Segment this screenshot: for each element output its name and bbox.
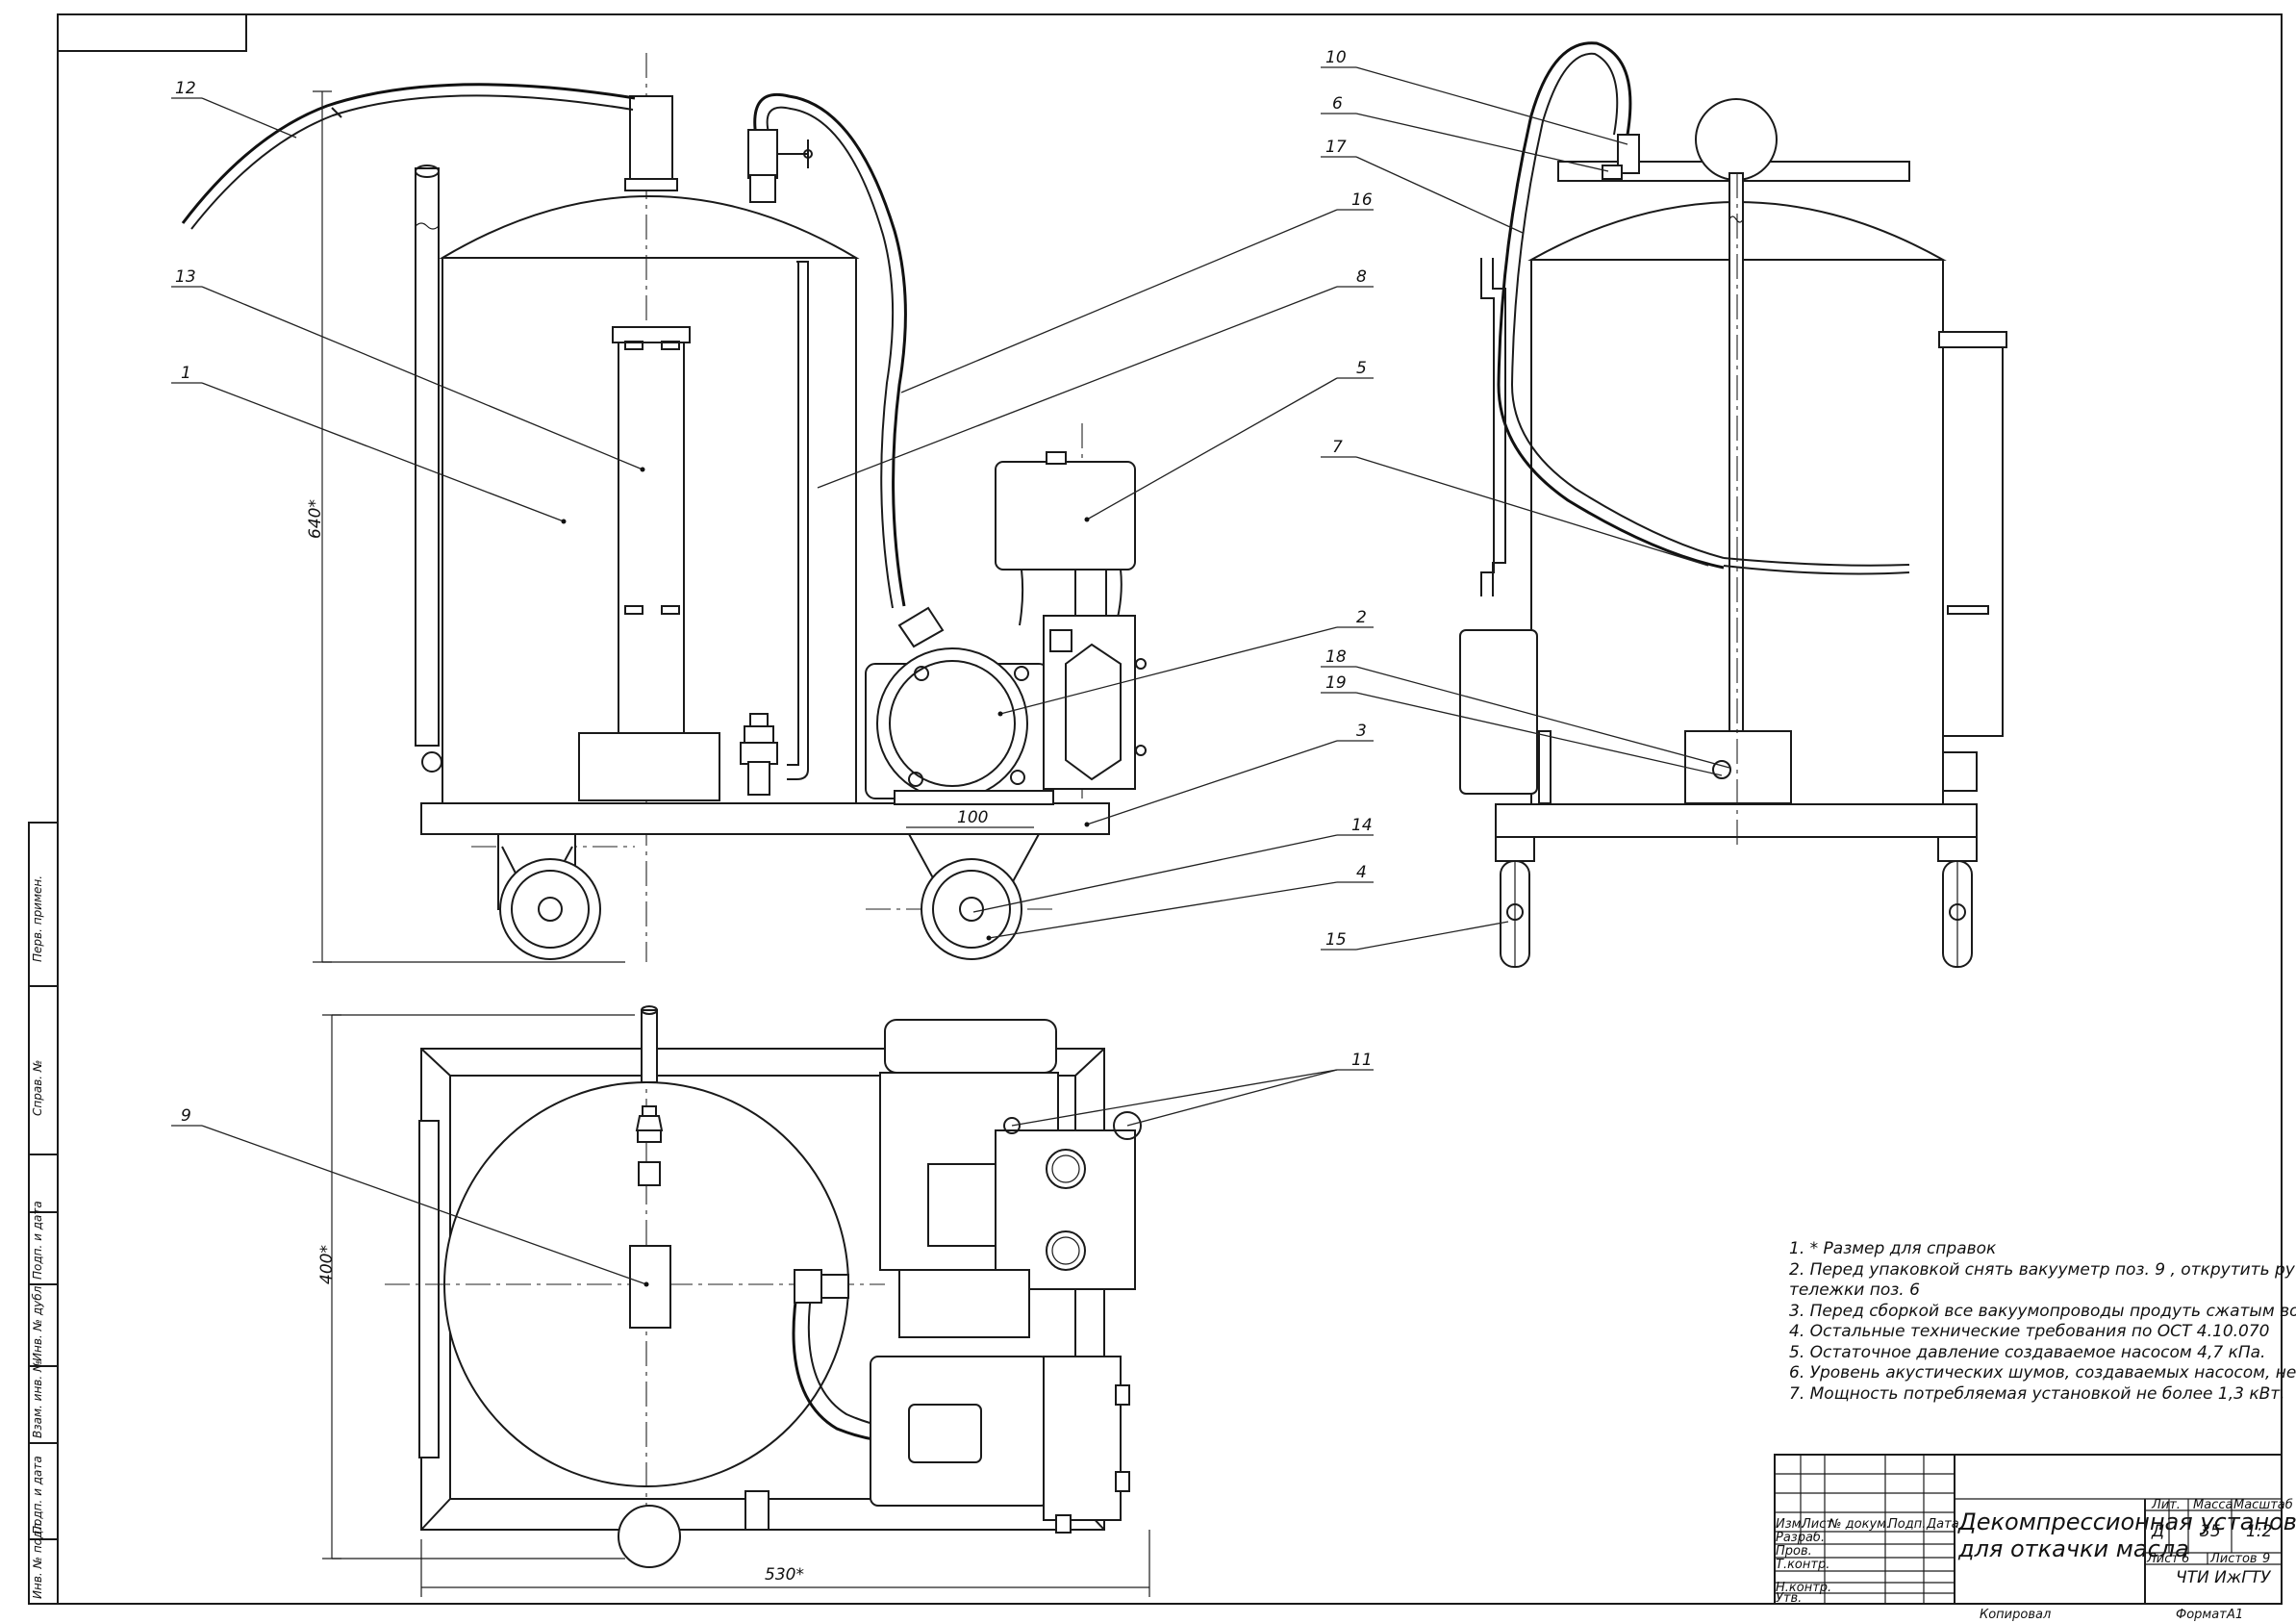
side-stamp: Перв. примен. Справ. № Подп. и дата Инв.… bbox=[28, 822, 59, 1605]
pos-15: 15 bbox=[1325, 930, 1347, 950]
tb-mass-value: 35 bbox=[2200, 1522, 2221, 1541]
note-7: 7. Мощность потребляемая установкой не б… bbox=[1789, 1384, 2285, 1404]
tb-col-doc: № докум. bbox=[1828, 1517, 1890, 1532]
tb-sheet-value: 6 bbox=[2182, 1552, 2189, 1566]
pos-11: 11 bbox=[1351, 1051, 1373, 1070]
side-frame bbox=[1495, 803, 1978, 838]
tb-sheet-label: Лист bbox=[2146, 1552, 2179, 1566]
side-cell-0: Перв. примен. bbox=[31, 875, 44, 962]
tb-scale-header: Масштаб bbox=[2233, 1498, 2293, 1512]
pos-3: 3 bbox=[1356, 722, 1367, 741]
side-view bbox=[1459, 41, 2007, 968]
side-hose-17 bbox=[1497, 41, 1725, 570]
pos-18: 18 bbox=[1325, 647, 1347, 667]
plan-wheel bbox=[618, 1505, 681, 1568]
pos-7: 7 bbox=[1332, 438, 1343, 457]
tb-organization: ЧТИ ИжГТУ bbox=[2176, 1568, 2272, 1587]
dim-height: 640* bbox=[306, 499, 325, 539]
position-leaders: 12 13 1 16 8 5 2 3 14 bbox=[171, 48, 1730, 1287]
tb-col-list: Лист bbox=[1801, 1517, 1833, 1532]
pump-flange bbox=[876, 647, 1028, 799]
sight-glass bbox=[618, 326, 685, 747]
tb-scale-value: 1:2 bbox=[2246, 1522, 2272, 1541]
plan-junction-box-11 bbox=[995, 1129, 1136, 1290]
side-cell-1: Справ. № bbox=[31, 1060, 44, 1116]
pos-4: 4 bbox=[1356, 863, 1367, 882]
tb-lit-header: Лит. bbox=[2151, 1498, 2181, 1512]
cart-handle bbox=[415, 167, 440, 747]
plan-motor bbox=[884, 1019, 1057, 1074]
vacuum-hose-16 bbox=[753, 92, 907, 607]
wheel-right bbox=[921, 858, 1022, 960]
motor-5 bbox=[995, 461, 1136, 571]
dim-wheel-base: 100 bbox=[957, 808, 988, 827]
tb-sheets-label: Листов bbox=[2209, 1552, 2258, 1566]
pos-5: 5 bbox=[1356, 359, 1367, 378]
pos-9: 9 bbox=[181, 1106, 191, 1126]
pos-12: 12 bbox=[175, 79, 196, 98]
note-2: 2. Перед упаковкой снять вакууметр поз. … bbox=[1789, 1260, 2296, 1280]
top-valve bbox=[747, 129, 778, 179]
pos-1: 1 bbox=[181, 364, 191, 383]
tb-role-approve: Утв. bbox=[1776, 1591, 1802, 1606]
side-cell-2: Подп. и дата bbox=[31, 1201, 44, 1280]
pos-17: 17 bbox=[1325, 138, 1347, 157]
wheel-left bbox=[499, 858, 601, 960]
tb-col-sign: Подп. bbox=[1888, 1517, 1926, 1532]
pos-13: 13 bbox=[175, 267, 196, 287]
tb-role-check: Пров. bbox=[1776, 1544, 1812, 1559]
glass-base bbox=[578, 732, 720, 801]
pos-2: 2 bbox=[1356, 608, 1367, 627]
note-2-cont: тележки поз. 6 bbox=[1789, 1281, 1920, 1300]
pos-6: 6 bbox=[1332, 94, 1343, 114]
side-cell-4: Взам. инв. № bbox=[31, 1360, 44, 1438]
side-cell-3: Инв. № дубл. bbox=[31, 1282, 44, 1361]
side-gauge-ball bbox=[1695, 98, 1778, 181]
tb-lit-value: Д bbox=[2151, 1522, 2164, 1541]
pos-14: 14 bbox=[1351, 816, 1373, 835]
note-4: 4. Остальные технические требования по О… bbox=[1789, 1322, 2270, 1341]
tb-copied: Копировал bbox=[1980, 1608, 2051, 1622]
tb-sheets-value: 9 bbox=[2262, 1552, 2270, 1566]
drawing-title-line2: для откачки масла bbox=[1957, 1535, 2189, 1562]
note-3: 3. Перед сборкой все вакуумопроводы прод… bbox=[1789, 1302, 2296, 1321]
tb-role-dev: Разраб. bbox=[1776, 1531, 1825, 1545]
pos-19: 19 bbox=[1325, 673, 1347, 693]
plan-view: 400* 530* bbox=[317, 1005, 1150, 1597]
pos-10: 10 bbox=[1325, 48, 1347, 67]
tb-mass-header: Масса bbox=[2193, 1498, 2233, 1512]
tb-col-izm: Изм. bbox=[1776, 1517, 1805, 1532]
dim-width-plan: 400* bbox=[317, 1245, 337, 1284]
top-fitting bbox=[629, 95, 673, 184]
tb-format-label: Формат bbox=[2176, 1608, 2227, 1622]
tb-col-date: Дата bbox=[1926, 1517, 1959, 1532]
pipe-8 bbox=[787, 261, 809, 780]
hose-12 bbox=[181, 83, 636, 224]
note-1: 1. * Размер для справок bbox=[1789, 1239, 1997, 1258]
side-cell-5: Подп. и дата bbox=[31, 1456, 44, 1534]
technical-notes: 1. * Размер для справок 2. Перед упаковк… bbox=[1789, 1239, 2296, 1404]
pos-16: 16 bbox=[1351, 190, 1373, 210]
tank-body bbox=[439, 195, 860, 803]
note-5: 5. Остаточное давление создаваемое насос… bbox=[1789, 1343, 2265, 1362]
plan-pump bbox=[870, 1356, 1049, 1507]
frame-3 bbox=[420, 802, 1110, 835]
drawing-title-line1: Декомпрессионная установка bbox=[1957, 1509, 2296, 1535]
tb-role-ncontr: Н.контр. bbox=[1776, 1581, 1831, 1595]
front-view: 640* 100 bbox=[181, 53, 1147, 963]
vacuum-gauge-9 bbox=[629, 1245, 671, 1329]
tb-role-tcontr: Т.контр. bbox=[1776, 1558, 1829, 1572]
dim-length-plan: 530* bbox=[765, 1565, 804, 1585]
title-block: Изм. Лист № докум. Подп. Дата Разраб. Пр… bbox=[1774, 1454, 2296, 1622]
side-cell-6: Инв. № подл. bbox=[31, 1519, 44, 1599]
pos-8: 8 bbox=[1356, 267, 1367, 287]
tb-format-value: А1 bbox=[2226, 1608, 2243, 1622]
side-motor bbox=[1459, 629, 1538, 795]
note-6: 6. Уровень акустических шумов, создаваем… bbox=[1789, 1363, 2296, 1382]
